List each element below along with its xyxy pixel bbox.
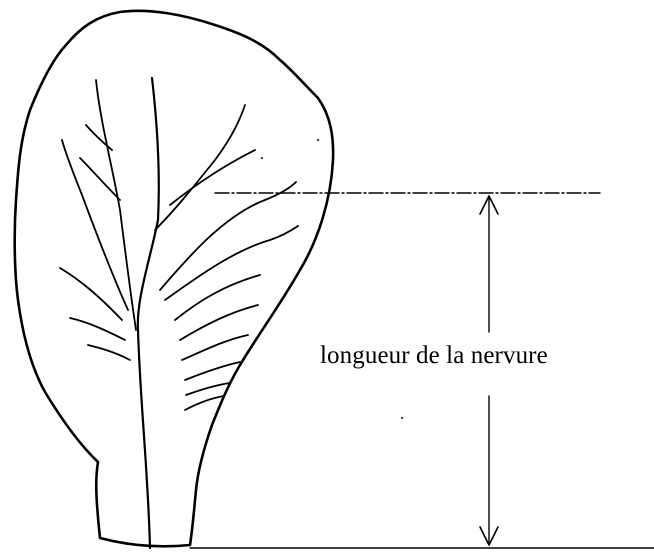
- speck: [317, 139, 319, 141]
- vein-right-3: [160, 182, 296, 290]
- vein-right-7: [182, 335, 248, 360]
- midrib-inner: [96, 80, 136, 330]
- leaf-outline: [15, 11, 333, 546]
- vein-right-9: [186, 383, 230, 395]
- midrib: [138, 78, 159, 548]
- vein-right-2: [170, 150, 255, 205]
- speck: [261, 157, 263, 159]
- vein-right-1: [155, 105, 245, 230]
- vein-left-6: [86, 125, 112, 150]
- vein-right-5: [175, 275, 260, 320]
- vein-left-3: [70, 318, 125, 340]
- vein-left-1: [62, 140, 128, 310]
- speck: [401, 417, 403, 419]
- vein-length-label: longueur de la nervure: [320, 342, 548, 370]
- vein-left-4: [88, 345, 130, 360]
